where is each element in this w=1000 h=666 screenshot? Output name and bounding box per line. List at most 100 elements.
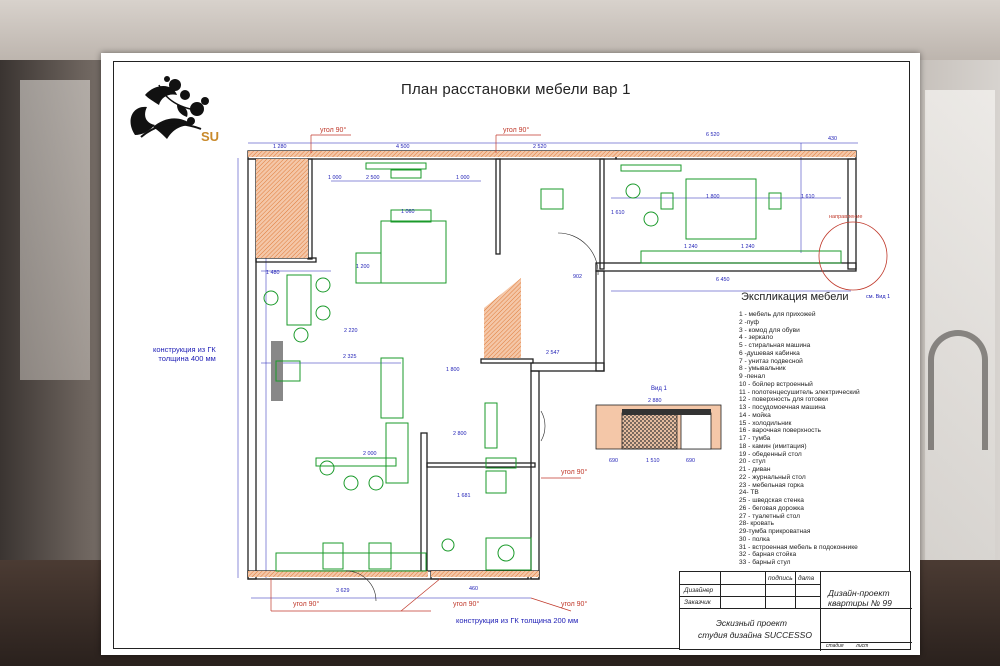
dim-top-2: 4 500 (396, 144, 410, 150)
angle-leaders (270, 134, 581, 612)
dim-kit-16: 3 629 (336, 588, 350, 594)
dim-cor-3: 2 547 (546, 350, 560, 356)
stamp-studio-line2: студия дизайна SUCCESSO (698, 630, 812, 640)
legend-item: 26 - беговая дорожка (739, 504, 804, 512)
stamp-sign-header: подпись (768, 575, 793, 582)
dim-bath-2: 1 681 (457, 493, 471, 499)
stamp-project-line2: квартиры № 99 (828, 598, 892, 608)
legend-item: 14 - мойка (739, 411, 771, 419)
legend-item: 29-тумба прикроватная (739, 528, 811, 535)
legend-title: Экспликация мебели (741, 291, 849, 303)
dim-bed-11: 1 240 (741, 244, 755, 250)
gk-200-callout: конструкция из ГК толщина 200 мм (456, 616, 579, 625)
stamp-client: Заказчик (684, 599, 711, 606)
stamp-date-header: дата (798, 575, 815, 582)
legend-item: 19 - обеденный стол (739, 450, 802, 458)
legend-item: 8 - умывальник (739, 365, 786, 373)
legend-item: 1 - мебель для прихожей (739, 311, 816, 318)
legend-item: 3 - комод для обуви (739, 326, 800, 334)
legend-item: 20 - стул (739, 458, 766, 466)
dim-bed-6: 6 450 (716, 277, 730, 283)
dim-top-1: 1 280 (273, 144, 287, 150)
legend-item: 13 - посудомоечная машина (739, 404, 826, 411)
legend-item: 15 - холодильник (739, 419, 792, 427)
angle-label: угол 90° (561, 469, 588, 476)
angle-label: угол 90° (561, 601, 588, 608)
title-block: подпись дата Дизайнер Заказчик Дизайн-пр… (679, 571, 912, 651)
angle-label: угол 90° (320, 127, 347, 134)
logo-su-text: SU (201, 129, 220, 144)
angle-label: угол 90° (293, 601, 320, 608)
legend-item: 21 - диван (739, 466, 771, 473)
floor-plan-diagram (237, 134, 888, 612)
gk-400-callout: конструкция из ГК толщина 400 мм (153, 345, 216, 363)
dim-living-1: 2 500 (366, 175, 380, 181)
studio-logo: SU (115, 65, 225, 155)
stamp-sheet: лист (856, 643, 869, 649)
legend-item: 5 - стиральная машина (739, 342, 811, 349)
stamp-stage: стадия (826, 643, 844, 649)
legend-item: 12 - поверхность для готовки (739, 396, 828, 404)
legend-item: 10 - бойлер встроенный (739, 380, 813, 388)
bg-window-right (925, 90, 995, 560)
legend-item: 30 - полка (739, 535, 770, 543)
door-swings (345, 232, 599, 602)
legend-item: 28- кровать (739, 520, 774, 528)
angle-label: угол 90° (503, 127, 530, 134)
legend-item: 23 - мебельная горка (739, 481, 804, 489)
legend-item: 25 - шведская стенка (739, 497, 804, 504)
legend-item: 17 - тумба (739, 435, 771, 442)
view1-elevation (595, 404, 722, 450)
angle-label: угол 90° (453, 601, 480, 608)
dim-living-9: 1 200 (356, 264, 370, 270)
dim-bath-7: 460 (469, 586, 478, 592)
dim-kit-2: 2 220 (344, 328, 358, 334)
bg-ceiling (0, 0, 1000, 60)
legend-item: 11 - полотенцесушитель электрический (739, 388, 860, 396)
legend-item: 32 - барная стойка (739, 551, 797, 559)
dim-bed-2: 1 800 (706, 194, 720, 200)
dim-bath-1: 2 800 (453, 431, 467, 437)
dim-view-2: 1 510 (646, 458, 660, 464)
bg-window-left (20, 80, 90, 380)
gk-400-line2: толщина 400 мм (158, 354, 216, 363)
stamp-designer: Дизайнер (684, 587, 714, 594)
legend-item: 27 - туалетный стол (739, 512, 801, 520)
dim-bed-5: 1 610 (801, 194, 815, 200)
dim-top-3: 2 520 (533, 144, 547, 150)
legend-item: 6 -душевая кабинка (739, 349, 800, 357)
gk-column (271, 341, 283, 401)
legend-item: 22 - журнальный стол (739, 473, 806, 481)
dim-bed-1: 1 610 (611, 210, 625, 216)
wall-hatching (248, 151, 856, 577)
dim-top-5: 430 (828, 136, 837, 142)
view1-marker (818, 221, 888, 291)
legend-item: 9 -пенал (739, 373, 766, 380)
dim-living-3: 1 000 (328, 175, 342, 181)
stamp-project-line1: Дизайн-проект (828, 588, 890, 598)
dim-kit-9: 2 000 (363, 451, 377, 457)
furniture (263, 162, 842, 572)
dim-bed-9: 1 240 (684, 244, 698, 250)
legend-item: 7 - унитаз подвесной (739, 357, 803, 365)
plan-title: План расстановки мебели вар 1 (401, 81, 631, 98)
legend-item: 16 - варочная поверхность (739, 427, 821, 435)
legend-item: 31 - встроенная мебель в подоконнике (739, 543, 858, 551)
direction-label: направление (829, 214, 863, 220)
dim-living-2: 1 000 (456, 175, 470, 181)
legend-item: 4 - зеркало (739, 334, 774, 342)
legend-item: 24- ТВ (739, 489, 759, 497)
view1-ref: см. Вид 1 (866, 294, 891, 300)
gk-400-line1: конструкция из ГК (153, 345, 216, 354)
stamp-studio-line1: Эскизный проект (716, 618, 787, 628)
dim-view-4: 690 (686, 458, 695, 464)
dim-cor-1: 902 (573, 274, 582, 280)
dim-view-3: 690 (609, 458, 618, 464)
dim-kit-6: 1 800 (446, 367, 460, 373)
floral-logo-icon (130, 76, 209, 139)
legend-item: 18 - камин (имитация) (739, 442, 807, 450)
view1-label: Вид 1 (651, 386, 667, 392)
dim-living-5: 1 060 (401, 209, 415, 215)
legend-item: 2 -пуф (739, 318, 759, 326)
